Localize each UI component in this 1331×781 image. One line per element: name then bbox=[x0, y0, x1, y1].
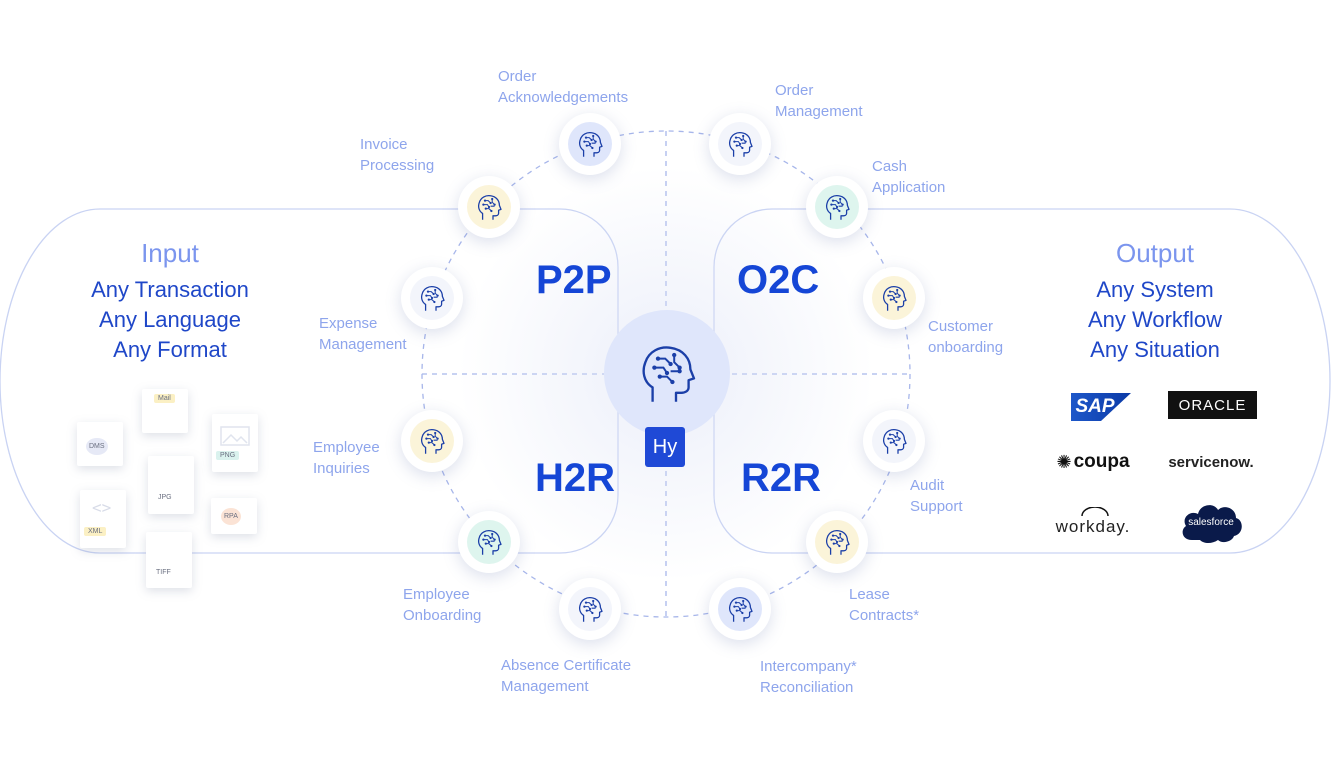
servicenow-logo-text: servicenow. bbox=[1168, 453, 1254, 471]
png-document-icon: PNG bbox=[212, 414, 258, 472]
input-line-format: Any Format bbox=[113, 337, 227, 362]
ai-brain-head-icon bbox=[826, 195, 850, 220]
ai-brain-head-icon bbox=[579, 597, 603, 622]
code-brackets-icon: <> bbox=[92, 498, 112, 517]
node-order-acknowledgements[interactable] bbox=[559, 113, 621, 175]
salesforce-logo: salesforce bbox=[1178, 500, 1244, 544]
ai-brain-head-icon bbox=[579, 132, 603, 157]
oracle-logo: ORACLE bbox=[1168, 391, 1257, 419]
node-employee-onboarding[interactable] bbox=[458, 511, 520, 573]
quadrant-o2c: O2C bbox=[737, 258, 820, 302]
input-line-language: Any Language bbox=[99, 307, 241, 332]
jpg-document-icon: JPG bbox=[148, 456, 194, 514]
oracle-logo-text: ORACLE bbox=[1178, 396, 1247, 414]
node-absence-certificate-management[interactable] bbox=[559, 578, 621, 640]
node-expense-management[interactable] bbox=[401, 267, 463, 329]
jpg-tag: JPG bbox=[158, 494, 172, 501]
xml-document-icon: <> XML bbox=[80, 490, 126, 548]
ai-brain-head-icon bbox=[421, 286, 445, 311]
node-employee-inquiries[interactable] bbox=[401, 410, 463, 472]
ai-brain-head-icon bbox=[729, 132, 753, 157]
image-icon bbox=[220, 426, 250, 446]
xml-tag: XML bbox=[84, 527, 107, 536]
input-title: Input bbox=[141, 238, 199, 268]
mail-document-icon: Mail bbox=[142, 389, 188, 433]
coupa-burst-icon: ✺ bbox=[1056, 451, 1072, 472]
node-intercompany-reconciliation[interactable] bbox=[709, 578, 771, 640]
salesforce-logo-text: salesforce bbox=[1188, 516, 1234, 528]
ai-brain-head-icon bbox=[421, 429, 445, 454]
coupa-logo-text: coupa bbox=[1073, 451, 1130, 472]
dms-tag: DMS bbox=[86, 438, 108, 455]
ai-brain-head-icon bbox=[826, 530, 850, 555]
output-line-workflow: Any Workflow bbox=[1087, 307, 1223, 332]
node-invoice-processing[interactable] bbox=[458, 176, 520, 238]
ai-brain-head-icon bbox=[883, 429, 907, 454]
output-title: Output bbox=[1115, 238, 1195, 268]
servicenow-logo: servicenow. bbox=[1164, 450, 1258, 474]
workday-logo-text: workday. bbox=[1055, 517, 1131, 536]
ai-brain-head-icon bbox=[642, 346, 696, 402]
sap-logo-text: SAP bbox=[1075, 396, 1115, 417]
ai-brain-head-icon bbox=[478, 530, 502, 555]
ai-brain-head-icon bbox=[729, 597, 753, 622]
dms-document-icon: DMS bbox=[77, 422, 123, 466]
node-order-management[interactable] bbox=[709, 113, 771, 175]
node-cash-application[interactable] bbox=[806, 176, 868, 238]
node-audit-support[interactable] bbox=[863, 410, 925, 472]
node-lease-contracts[interactable] bbox=[806, 511, 868, 573]
tiff-tag: TIFF bbox=[156, 569, 171, 576]
png-tag: PNG bbox=[216, 451, 240, 460]
workday-arc-icon bbox=[1081, 507, 1109, 517]
quadrant-p2p: P2P bbox=[536, 258, 612, 302]
coupa-logo: ✺ coupa bbox=[1053, 450, 1133, 474]
label-intercompany-reconciliation: Intercompany*Reconciliation bbox=[760, 658, 857, 696]
hy-badge: Hy bbox=[645, 427, 685, 467]
quadrant-r2r: R2R bbox=[741, 456, 822, 500]
ai-brain-head-icon bbox=[478, 195, 502, 220]
workday-logo: workday. bbox=[1050, 505, 1136, 539]
input-line-transaction: Any Transaction bbox=[91, 277, 249, 302]
central-ai-hub bbox=[604, 310, 730, 436]
ai-brain-head-icon bbox=[883, 286, 907, 311]
output-line-system: Any System bbox=[1096, 277, 1214, 302]
salesforce-cloud-icon bbox=[1182, 505, 1242, 543]
rpa-tag: RPA bbox=[221, 508, 241, 525]
output-line-situation: Any Situation bbox=[1090, 337, 1220, 362]
node-customer-onboarding[interactable] bbox=[863, 267, 925, 329]
tiff-document-icon: TIFF bbox=[146, 532, 192, 588]
mail-tag: Mail bbox=[154, 394, 175, 403]
rpa-document-icon: RPA bbox=[211, 498, 257, 534]
quadrant-h2r: H2R bbox=[535, 456, 616, 500]
